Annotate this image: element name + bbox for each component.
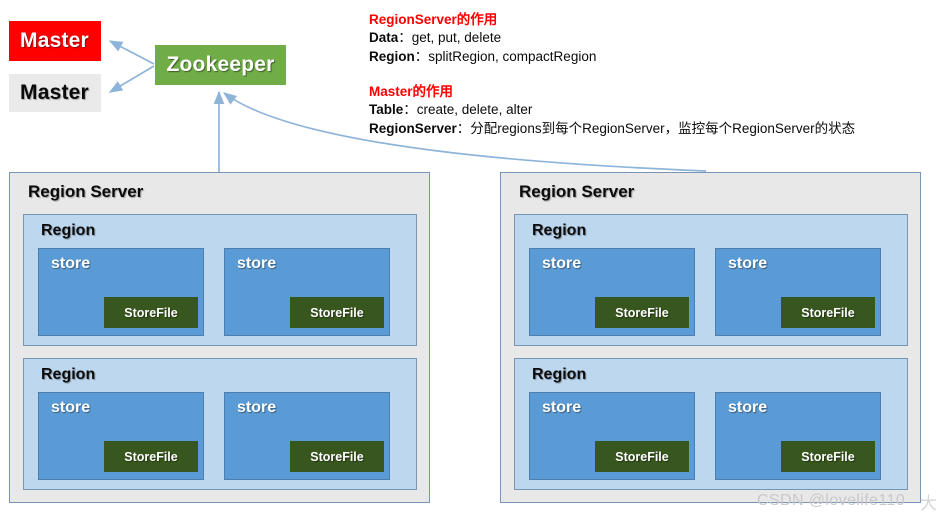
region-server-title: Region Server xyxy=(519,182,635,201)
region-server-right[interactable]: Region Server Region store StoreFile sto… xyxy=(500,172,921,503)
store-title: store xyxy=(542,399,582,416)
store-title: store xyxy=(728,255,768,272)
annotation-key: Data xyxy=(369,30,399,45)
store-title: store xyxy=(728,399,768,416)
storefile-label: StoreFile xyxy=(801,449,855,464)
region-block[interactable]: Region store StoreFile store StoreFile xyxy=(23,214,417,346)
store-title: store xyxy=(51,255,91,272)
region-title: Region xyxy=(532,222,587,239)
region-title: Region xyxy=(532,366,587,383)
store-block[interactable]: store StoreFile xyxy=(224,392,390,480)
store-block[interactable]: store StoreFile xyxy=(529,392,695,480)
storefile-label: StoreFile xyxy=(310,305,364,320)
region-server-title: Region Server xyxy=(28,182,144,201)
storefile-block[interactable]: StoreFile xyxy=(781,297,875,328)
annotation-sep: ： xyxy=(414,48,429,64)
master-standby-label: Master xyxy=(20,81,89,104)
annotation-regionserver-row-region: Region：splitRegion, compactRegion xyxy=(369,48,596,67)
storefile-block[interactable]: StoreFile xyxy=(290,297,384,328)
annotation-regionserver-row-data: Data：get, put, delete xyxy=(369,29,596,48)
store-title: store xyxy=(237,399,277,416)
annotation-sep: ： xyxy=(398,30,412,45)
store-block[interactable]: store StoreFile xyxy=(224,248,390,336)
zookeeper-label: Zookeeper xyxy=(166,53,275,76)
region-block[interactable]: Region store StoreFile store StoreFile xyxy=(514,214,908,346)
region-title: Region xyxy=(41,222,96,239)
annotation-master-row-table: Table：create, delete, alter xyxy=(369,101,855,120)
store-title: store xyxy=(542,255,582,272)
annotation-sep: ： xyxy=(456,120,471,136)
annotation-value: create, delete, alter xyxy=(416,102,533,117)
store-block[interactable]: store StoreFile xyxy=(529,248,695,336)
annotation-master-row-regionserver: RegionServer：分配regions到每个RegionServer，监控… xyxy=(369,120,855,139)
storefile-block[interactable]: StoreFile xyxy=(104,297,198,328)
storefile-block[interactable]: StoreFile xyxy=(290,441,384,472)
annotation-master: Master的作用 Table：create, delete, alter Re… xyxy=(369,82,855,138)
storefile-block[interactable]: StoreFile xyxy=(595,441,689,472)
annotation-regionserver: RegionServer的作用 Data：get, put, delete Re… xyxy=(369,10,596,66)
node-zookeeper[interactable]: Zookeeper xyxy=(155,45,286,85)
annotation-key: Region xyxy=(369,48,415,64)
region-block[interactable]: Region store StoreFile store StoreFile xyxy=(23,358,417,490)
store-block[interactable]: store StoreFile xyxy=(38,392,204,480)
storefile-label: StoreFile xyxy=(124,449,178,464)
node-master-standby[interactable]: Master xyxy=(9,74,101,112)
storefile-label: StoreFile xyxy=(801,305,855,320)
annotation-regionserver-title: RegionServer的作用 xyxy=(369,12,498,27)
store-title: store xyxy=(237,255,277,272)
region-server-left[interactable]: Region Server Region store StoreFile sto… xyxy=(9,172,430,503)
master-active-label: Master xyxy=(20,29,89,52)
storefile-block[interactable]: StoreFile xyxy=(595,297,689,328)
storefile-block[interactable]: StoreFile xyxy=(104,441,198,472)
arrow-zookeeper-to-master-standby xyxy=(108,65,155,93)
annotation-key: Table xyxy=(369,102,404,117)
annotation-value: 分配regions到每个RegionServer，监控每个RegionServe… xyxy=(470,120,856,136)
watermark-tail-glyph: 大 xyxy=(920,494,937,513)
annotation-value: get, put, delete xyxy=(411,30,502,45)
storefile-label: StoreFile xyxy=(124,305,178,320)
store-block[interactable]: store StoreFile xyxy=(38,248,204,336)
region-block[interactable]: Region store StoreFile store StoreFile xyxy=(514,358,908,490)
storefile-label: StoreFile xyxy=(310,449,364,464)
annotation-sep: ： xyxy=(403,102,417,117)
region-title: Region xyxy=(41,366,96,383)
annotation-value: splitRegion, compactRegion xyxy=(428,48,597,64)
storefile-block[interactable]: StoreFile xyxy=(781,441,875,472)
storefile-label: StoreFile xyxy=(615,305,669,320)
store-block[interactable]: store StoreFile xyxy=(715,248,881,336)
node-master-active[interactable]: Master xyxy=(9,21,101,61)
store-title: store xyxy=(51,399,91,416)
storefile-label: StoreFile xyxy=(615,449,669,464)
watermark-text: CSDN @lovelife110 xyxy=(757,492,906,509)
annotation-key: RegionServer xyxy=(369,120,457,136)
arrow-zookeeper-to-master-active xyxy=(108,40,155,65)
store-block[interactable]: store StoreFile xyxy=(715,392,881,480)
annotation-master-title: Master的作用 xyxy=(369,84,454,99)
